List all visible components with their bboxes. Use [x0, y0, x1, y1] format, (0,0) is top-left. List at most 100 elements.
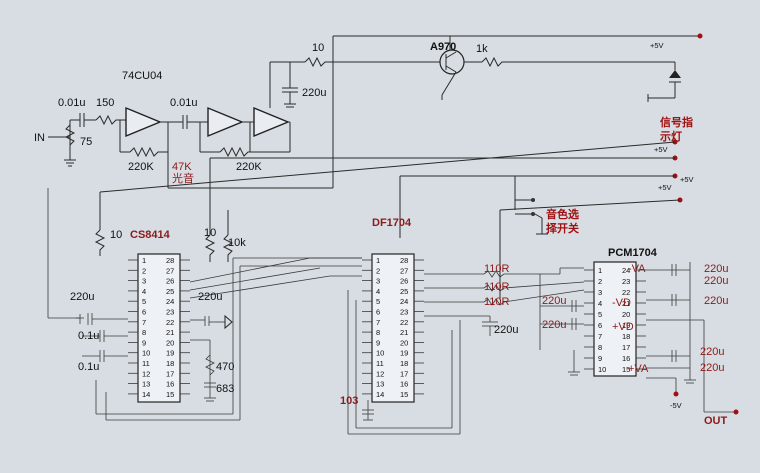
label-c683: 683 — [216, 383, 234, 395]
label-c220u-p1: 220u — [542, 295, 566, 307]
cs8414-pin-number: 23 — [166, 308, 174, 317]
label-in: IN — [34, 132, 45, 144]
df1704-pin-number: 1 — [376, 256, 380, 265]
label-pcm1704: PCM1704 — [608, 247, 658, 259]
cs8414-pin-number: 7 — [142, 318, 146, 327]
pcm1704-pin-number: 16 — [622, 354, 630, 363]
interconnect-wires — [47, 188, 736, 435]
inverter-buffer-1 — [119, 106, 169, 158]
pcm1704-chip — [593, 261, 637, 377]
label-tone-1: 音色选 — [546, 207, 579, 221]
label-c220u-r2: 220u — [704, 275, 728, 287]
df1704-pin-number: 20 — [400, 338, 408, 347]
label-vneg: -5V — [670, 401, 682, 410]
inverter-buffer-2 — [199, 106, 290, 158]
pcm1704-pin-number: 19 — [622, 321, 630, 330]
label-r10-left: 10 — [110, 229, 122, 241]
cs8414-pin-number: 11 — [142, 359, 150, 368]
label-vcc1: +5V — [650, 41, 664, 50]
df1704-pin-number: 15 — [400, 390, 408, 399]
cs8414-pin-number: 28 — [166, 256, 174, 265]
out-node — [733, 409, 739, 415]
label-r10-mid: 10 — [204, 227, 216, 239]
df1704-pin-number: 2 — [376, 266, 380, 275]
df1704-pin-number: 9 — [376, 338, 380, 347]
df1704-pin-number: 13 — [376, 380, 384, 389]
label-c220u-cs: 220u — [198, 291, 222, 303]
df1704-pin-number: 12 — [376, 369, 384, 378]
label-c-mid: 0.01u — [170, 97, 198, 109]
df1704-pin-number: 7 — [376, 318, 380, 327]
cs8414-pin-number: 9 — [142, 338, 146, 347]
label-c220u-r5: 220u — [700, 362, 724, 374]
pcm-pin-va-neg: -VA — [628, 263, 646, 275]
label-r10k: 10k — [228, 237, 246, 249]
df1704-pin-number: 28 — [400, 256, 408, 265]
df1704-pin-number: 16 — [400, 380, 408, 389]
pcm1704-pin-number: 3 — [598, 288, 602, 297]
label-vcc2: +5V — [654, 145, 668, 154]
pcm1704-pin-number: 20 — [622, 310, 630, 319]
pcm1704-pin-number: 8 — [598, 343, 602, 352]
cs8414-pin-number: 4 — [142, 287, 146, 296]
pcm1704-pin-number: 9 — [598, 354, 602, 363]
cs8414-pin-number: 22 — [166, 318, 174, 327]
pcm1704-pin-number: 24 — [622, 266, 630, 275]
cs8414-pin-number: 1 — [142, 256, 146, 265]
df1704-pin-number: 3 — [376, 277, 380, 286]
df1704-pin-number: 17 — [400, 369, 408, 378]
label-110r-1: 110R — [484, 263, 510, 275]
tone-select-switch — [515, 198, 548, 235]
label-c220u-top: 220u — [302, 87, 326, 99]
cs8414-pin-number: 26 — [166, 277, 174, 286]
cs8414-pin-number: 15 — [166, 390, 174, 399]
label-r470: 470 — [216, 361, 234, 373]
df1704-pin-number: 22 — [400, 318, 408, 327]
pcm-pin-vd-neg: -VD — [612, 297, 631, 309]
label-led-1: 信号指 — [660, 115, 693, 129]
vneg-node — [673, 391, 679, 397]
label-r1k: 1k — [476, 43, 488, 55]
label-110r-3: 110R — [484, 296, 510, 308]
cs8414-pin-number: 19 — [166, 349, 174, 358]
pcm-pin-vd-pos: +VD — [612, 321, 634, 333]
pcm1704-pin-number: 23 — [622, 277, 630, 286]
cs8414-pin-number: 16 — [166, 380, 174, 389]
df1704-pin-number: 8 — [376, 328, 380, 337]
label-c01u-b: 0.1u — [78, 361, 99, 373]
cs8414-pin-number: 5 — [142, 297, 146, 306]
df1704-pin-number: 18 — [400, 359, 408, 368]
label-220k-b: 220K — [236, 161, 262, 173]
led-driver — [270, 35, 700, 108]
df1704-pin-number: 23 — [400, 308, 408, 317]
cs8414-pin-number: 27 — [166, 266, 174, 275]
pcm1704-pin-number: 1 — [598, 266, 602, 275]
label-r75: 75 — [80, 136, 92, 148]
label-47k: 47K — [172, 161, 192, 173]
df1704-pin-number: 27 — [400, 266, 408, 275]
pcm1704-pin-number: 10 — [598, 365, 606, 374]
label-led-2: 示灯 — [659, 129, 682, 143]
pcm1704-pin-number: 15 — [622, 365, 630, 374]
pcm1704-pin-number: 6 — [598, 321, 602, 330]
label-c220u-r3: 220u — [704, 295, 728, 307]
label-r10-top: 10 — [312, 42, 324, 54]
label-vcc4: +5V — [658, 183, 672, 192]
coupling-cap-mid — [168, 115, 208, 129]
label-c220u-r1: 220u — [704, 263, 728, 275]
vcc-node-1 — [697, 33, 703, 39]
cs8414-pin-number: 24 — [166, 297, 174, 306]
cs8414-pin-number: 14 — [142, 390, 150, 399]
label-r150: 150 — [96, 97, 114, 109]
cs8414-pin-number: 20 — [166, 338, 174, 347]
label-c01u-a: 0.1u — [78, 330, 99, 342]
input-stage — [48, 113, 126, 167]
pcm1704-pin-number: 5 — [598, 310, 602, 319]
label-220k-a: 220K — [128, 161, 154, 173]
df1704-pin-number: 24 — [400, 297, 408, 306]
label-out: OUT — [704, 415, 728, 427]
cs8414-pin-number: 13 — [142, 380, 150, 389]
